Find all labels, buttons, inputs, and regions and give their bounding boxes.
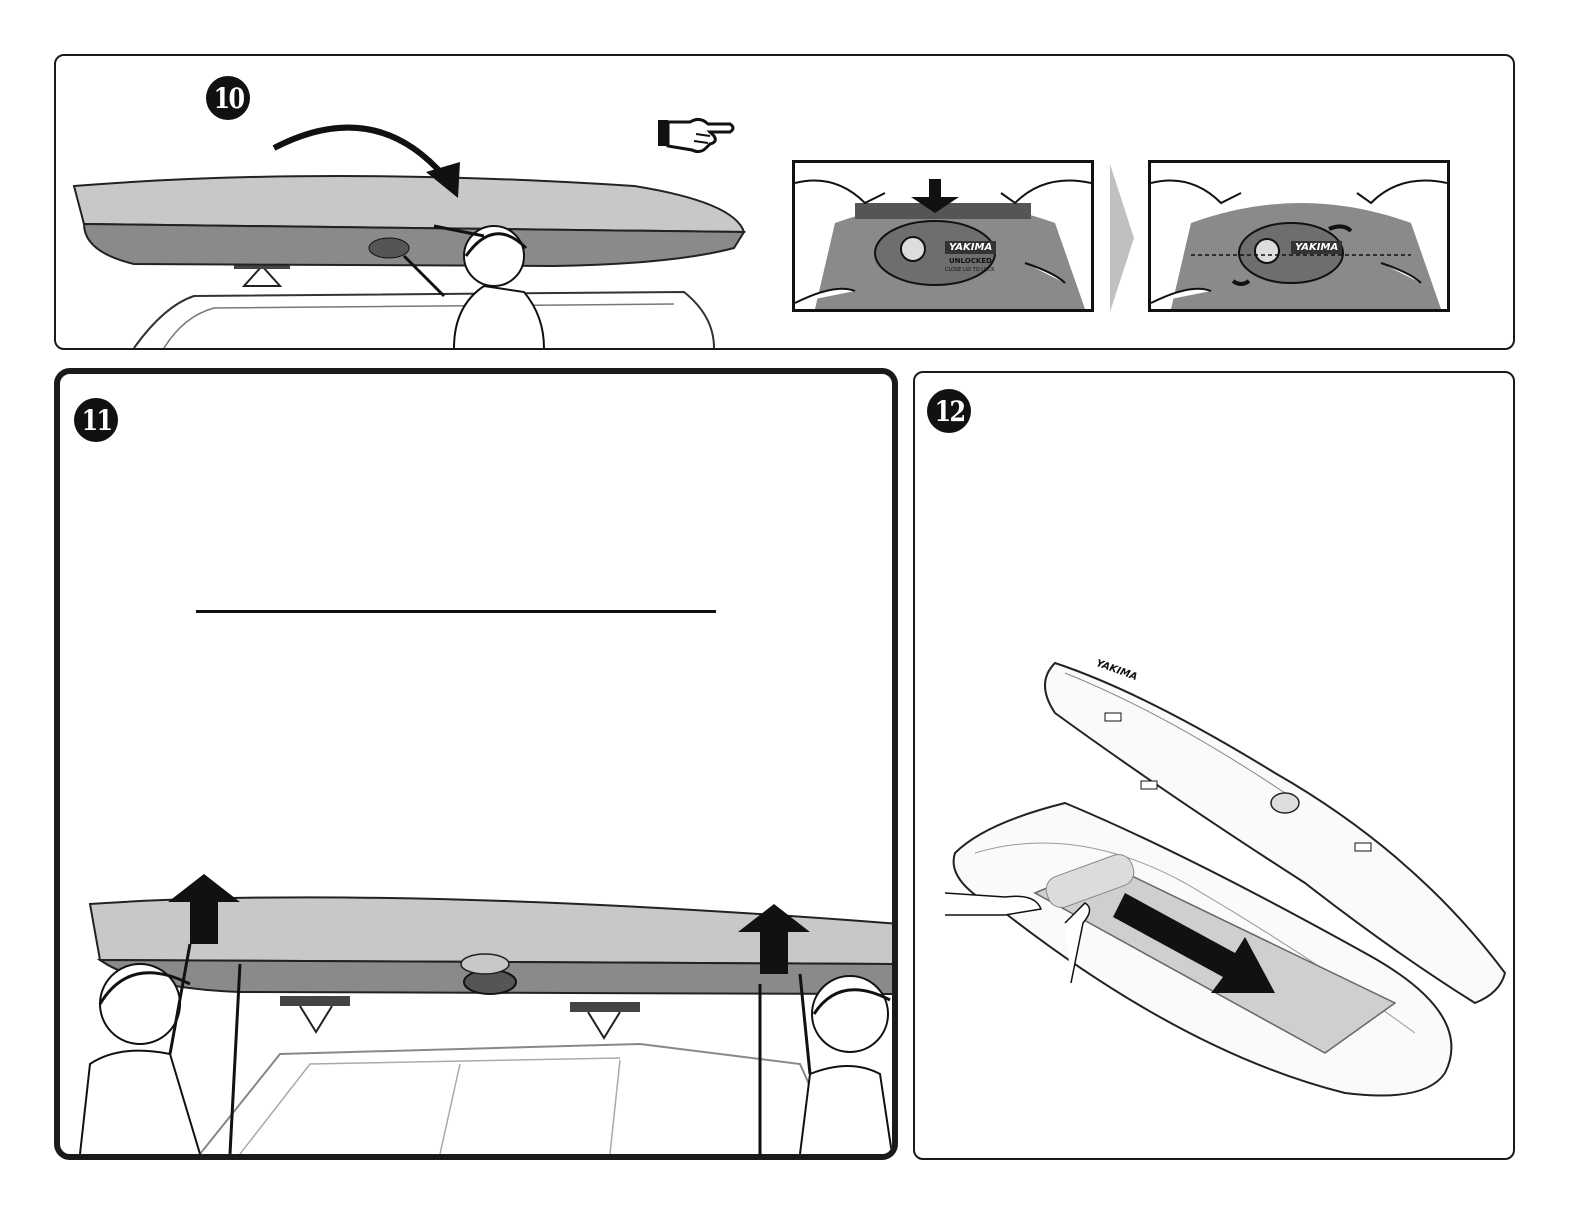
lock-detail-locked: YAKIMA xyxy=(1148,160,1450,312)
lock-hint-label: CLOSE LID TO LOCK xyxy=(945,267,995,273)
step-10-panel: 10 xyxy=(54,54,1515,350)
step-10-number: 10 xyxy=(213,82,243,115)
step-11-number: 11 xyxy=(81,404,111,437)
cargo-box-illustration xyxy=(74,116,774,350)
step-11-badge: 11 xyxy=(74,398,118,442)
open-cargo-box-illustration xyxy=(945,653,1505,1123)
step-12-panel: 12 YAKIMA xyxy=(913,371,1515,1160)
step-12-badge: 12 xyxy=(927,389,971,433)
step-12-number: 12 xyxy=(934,395,964,428)
lock-detail-unlocked: YAKIMA UNLOCKED CLOSE LID TO LOCK xyxy=(792,160,1094,312)
blank-rule-line xyxy=(196,610,716,613)
step-11-panel: 11 xyxy=(54,368,898,1160)
yakima-logo-text-1: YAKIMA xyxy=(945,241,996,254)
next-step-chevron-icon xyxy=(1110,164,1134,312)
step-10-badge: 10 xyxy=(206,76,250,120)
curved-arrow-icon xyxy=(274,128,444,176)
yakima-logo-text-2: YAKIMA xyxy=(1291,241,1342,254)
lock-unlocked-label: UNLOCKED xyxy=(949,257,992,265)
lift-box-illustration xyxy=(80,864,898,1154)
